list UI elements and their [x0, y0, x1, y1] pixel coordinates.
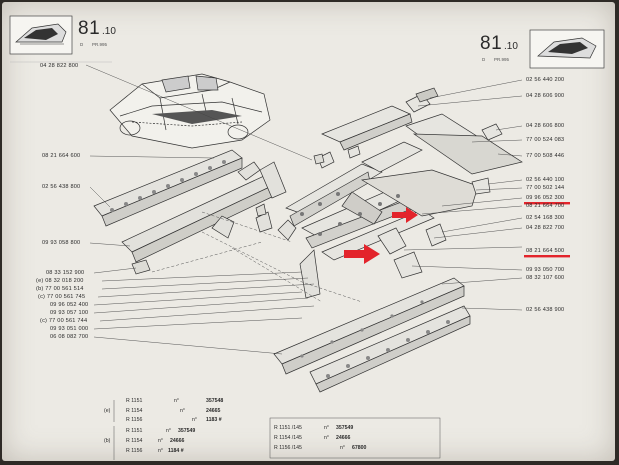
part-number: 08 32 107 600 — [526, 275, 565, 281]
note-num: 24665 — [206, 408, 221, 414]
red-arrow-upper — [392, 207, 418, 223]
part-number: 02 56 438 800 — [42, 184, 81, 190]
note-model: R 1151 — [126, 398, 143, 404]
part-number: 09 93 050 700 — [526, 267, 565, 273]
right-side-rail — [273, 277, 471, 393]
highlight-marks — [344, 202, 570, 264]
part-number-highlighted: 09 96 052 300 — [526, 195, 565, 201]
leader-lines-left — [85, 64, 315, 355]
note-num: 1184 # — [168, 448, 184, 454]
part-number: 08 21 664 600 — [42, 153, 81, 159]
part-number: 08 21 664 700 — [526, 203, 565, 209]
note-text: n° — [158, 448, 163, 454]
part-number: (c) 77 00 561 745 — [38, 294, 86, 300]
note-num: 1183 # — [206, 417, 222, 423]
ref-right: PR.995 — [494, 57, 510, 62]
note-num: 357549 — [336, 425, 354, 431]
note-model: R 1154 /145 — [274, 435, 302, 441]
notes-frames — [113, 400, 441, 460]
note-text: n° — [340, 445, 345, 451]
note-prefix: (b) — [104, 438, 111, 444]
ref-prefix-right: D — [482, 57, 486, 62]
part-number: 04 28 822 800 — [40, 63, 79, 69]
part-number: 77 00 508 446 — [526, 153, 565, 159]
part-number: 77 00 524 083 — [526, 137, 565, 143]
note-model: R 1156 — [126, 417, 143, 423]
note-num: 24666 — [170, 438, 185, 444]
part-number: 02 56 438 900 — [526, 307, 565, 313]
part-number: 02 56 440 200 — [526, 77, 565, 83]
note-prefix: (e) — [104, 408, 111, 414]
left-side-rail — [93, 149, 243, 227]
part-number: (b) 77 00 561 514 — [36, 286, 84, 292]
leader-lines-right — [403, 79, 523, 311]
note-num: 357548 — [206, 398, 224, 404]
bracket-parts — [131, 153, 325, 275]
note-model: R 1154 — [126, 438, 143, 444]
part-number: (c) 77 00 561 744 — [40, 318, 88, 324]
part-number: 06 08 082 700 — [50, 334, 89, 340]
part-number: 09 93 051 000 — [50, 326, 89, 332]
note-model: R 1154 — [126, 408, 143, 414]
note-text: n° — [324, 435, 329, 441]
part-number-highlighted: 08 21 664 500 — [526, 248, 565, 254]
note-text: n° — [192, 417, 197, 423]
red-arrow-lower — [344, 244, 380, 264]
red-underline-upper — [524, 202, 570, 205]
section-number-left: 81 — [78, 18, 101, 39]
part-number: 08 33 152 900 — [46, 270, 85, 276]
part-number: 09 96 052 400 — [50, 302, 89, 308]
part-number: (e) 08 32 018 200 — [36, 278, 84, 284]
part-number: 02 54 168 300 — [526, 215, 565, 221]
part-number: 09 93 058 800 — [42, 240, 81, 246]
guide-lines — [151, 211, 363, 303]
ref-prefix-left: D — [80, 42, 84, 47]
catalog-page: 81 .10 D PR.995 81 .10 D PR.995 04 28 82… — [2, 2, 615, 461]
ref-left: PR.995 — [92, 42, 108, 47]
section-number-right: 81 — [480, 33, 503, 54]
note-num: 67800 — [352, 445, 367, 451]
car-body-shell — [109, 73, 271, 149]
thumbnail-left — [9, 15, 73, 55]
note-text: n° — [180, 408, 185, 414]
thumbnail-right — [529, 29, 605, 69]
part-number: 02 56 440 100 — [526, 177, 565, 183]
note-text: n° — [324, 425, 329, 431]
part-number: 77 00 502 144 — [526, 185, 565, 191]
subsection-left: .10 — [102, 26, 116, 37]
part-number: 09 93 057 100 — [50, 310, 89, 316]
front-floor-assembly — [121, 161, 321, 299]
note-num: 24666 — [336, 435, 351, 441]
note-text: n° — [166, 428, 171, 434]
diagram-canvas — [9, 15, 605, 460]
note-text: n° — [158, 438, 163, 444]
part-number: 04 28 606 800 — [526, 123, 565, 129]
red-underline-lower — [524, 255, 570, 258]
note-text: n° — [174, 398, 179, 404]
part-number: 04 28 606 900 — [526, 93, 565, 99]
note-model: R 1156 /145 — [274, 445, 302, 451]
subsection-right: .10 — [504, 41, 518, 52]
note-model: R 1156 — [126, 448, 143, 454]
note-model: R 1151 /145 — [274, 425, 302, 431]
part-number: 04 28 822 700 — [526, 225, 565, 231]
note-num: 357549 — [178, 428, 196, 434]
note-model: R 1151 — [126, 428, 143, 434]
